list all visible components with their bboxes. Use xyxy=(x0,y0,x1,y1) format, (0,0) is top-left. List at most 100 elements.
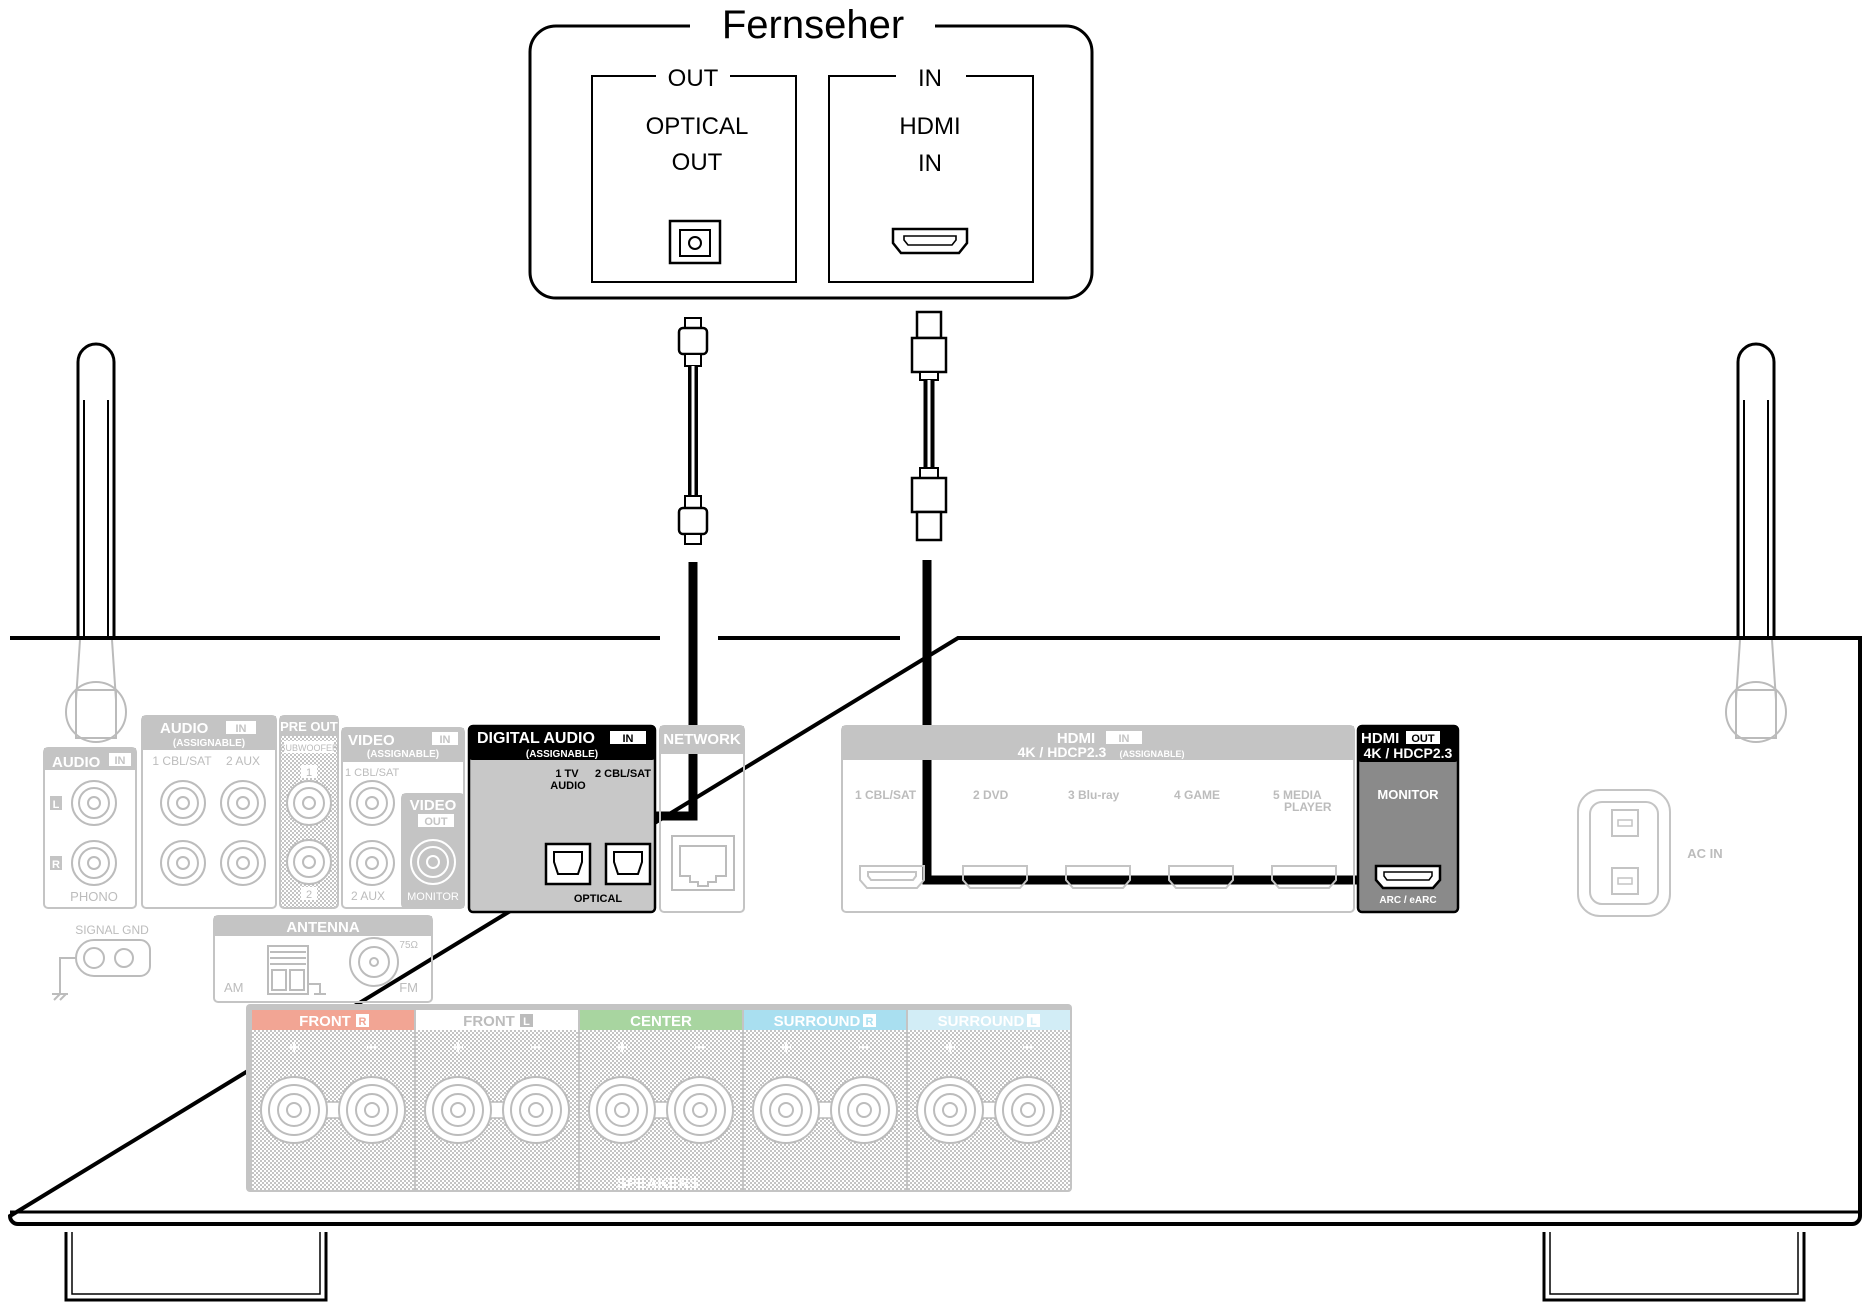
audio-in-sub: (ASSIGNABLE) xyxy=(173,738,245,749)
digital-audio-badge: IN xyxy=(623,733,634,745)
speaker-plus-label: + xyxy=(452,1037,464,1059)
speaker-group-name: SURROUND xyxy=(774,1013,861,1030)
speaker-minus-label: − xyxy=(1022,1037,1034,1059)
digital-audio-ch1b: AUDIO xyxy=(550,780,586,792)
ac-in-section: AC IN xyxy=(1577,789,1723,917)
video-in-badge: IN xyxy=(440,734,451,746)
digital-audio-label: OPTICAL xyxy=(574,893,623,905)
antenna-left xyxy=(65,342,127,743)
speaker-side-label: R xyxy=(359,1016,367,1028)
speaker-group-header xyxy=(580,1010,742,1030)
phono-title: AUDIO xyxy=(52,754,101,771)
hdmi-input-5-line2: PLAYER xyxy=(1284,800,1332,814)
speaker-terminal-plus[interactable] xyxy=(588,1076,656,1144)
speaker-terminal-plus[interactable] xyxy=(752,1076,820,1144)
network-title: NETWORK xyxy=(663,731,741,748)
hdmi-out-arc: ARC / eARC xyxy=(1379,895,1436,906)
speaker-terminal-minus[interactable] xyxy=(502,1076,570,1144)
digital-audio-ch2: 2 CBL/SAT xyxy=(595,768,651,780)
speaker-terminal-minus[interactable] xyxy=(994,1076,1062,1144)
hdmi-cable xyxy=(910,310,1420,885)
hdmi-input-3: 3 Blu-ray xyxy=(1068,788,1120,802)
hdmi-in-sub: 4K / HDCP2.3 xyxy=(1018,744,1107,760)
audio-in-phono-section: AUDIO IN L R PHONO xyxy=(43,747,137,909)
speaker-group-name: SURROUND xyxy=(938,1013,1025,1030)
speaker-minus-label: − xyxy=(694,1037,706,1059)
signal-gnd-section: SIGNAL GND xyxy=(52,923,151,1001)
hdmi-in-badge: IN xyxy=(1119,733,1130,745)
speakers-title: SPEAKERS xyxy=(617,1175,700,1192)
speaker-minus-label: − xyxy=(858,1037,870,1059)
hdmi-input-4: 4 GAME xyxy=(1174,788,1220,802)
speaker-plus-label: + xyxy=(616,1037,628,1059)
phono-r: R xyxy=(52,859,60,871)
phono-l: L xyxy=(53,799,60,811)
speaker-side-label: L xyxy=(523,1016,530,1028)
tv-hdmi-label-1: HDMI xyxy=(899,113,960,140)
hdmi-input-2: 2 DVD xyxy=(973,788,1009,802)
speaker-terminal-minus[interactable] xyxy=(830,1076,898,1144)
video-out-label: MONITOR xyxy=(407,891,459,903)
tv-box: Fernseher OUT OPTICAL OUT IN HDMI IN xyxy=(528,3,1094,300)
antenna-title: ANTENNA xyxy=(286,919,359,936)
antenna-section: ANTENNA AM FM 75Ω xyxy=(213,915,433,1003)
audio-in-badge: IN xyxy=(236,723,247,735)
network-section: NETWORK xyxy=(659,725,745,913)
tv-optical-label-1: OPTICAL xyxy=(646,113,749,140)
video-in-sub: (ASSIGNABLE) xyxy=(367,749,439,760)
digital-audio-ch1a: 1 TV xyxy=(555,768,579,780)
audio-in-ch2: 2 AUX xyxy=(226,754,260,768)
digital-audio-in-section: DIGITAL AUDIO IN (ASSIGNABLE) 1 TV AUDIO… xyxy=(467,724,657,914)
tv-hdmi-label-2: IN xyxy=(918,150,942,177)
pre-out-sub: SUBWOOFER xyxy=(279,743,339,753)
hdmi-out-badge: OUT xyxy=(1411,733,1435,745)
speaker-terminal-plus[interactable] xyxy=(424,1076,492,1144)
pre-out-n1: 1 xyxy=(306,767,312,779)
speaker-side-badge xyxy=(520,1014,533,1027)
antenna-ohm: 75Ω xyxy=(399,940,418,951)
phono-label: PHONO xyxy=(70,889,118,904)
speaker-minus-label: − xyxy=(530,1037,542,1059)
video-in-title: VIDEO xyxy=(348,732,395,749)
video-out-section: VIDEO OUT MONITOR xyxy=(401,793,465,909)
speaker-group-header xyxy=(252,1010,414,1030)
pre-out-title: PRE OUT xyxy=(280,719,338,734)
speaker-plus-label: + xyxy=(780,1037,792,1059)
tv-in-label: IN xyxy=(918,65,942,92)
fm-connector-icon xyxy=(349,937,399,987)
speaker-side-badge xyxy=(356,1014,369,1027)
antenna-fm: FM xyxy=(399,980,418,995)
optical-port-2-icon xyxy=(604,842,652,886)
tv-optical-out-panel: OUT OPTICAL OUT xyxy=(591,64,797,283)
pre-out-section: PRE OUT SUBWOOFER 1 2 xyxy=(279,715,339,909)
video-in-ch1: 1 CBL/SAT xyxy=(345,767,399,779)
tv-optical-label-2: OUT xyxy=(672,149,723,176)
speaker-side-label: R xyxy=(866,1016,874,1028)
tv-optical-port-icon xyxy=(668,219,722,265)
speaker-group-header xyxy=(416,1010,578,1030)
tv-out-label: OUT xyxy=(668,65,719,92)
speaker-minus-label: − xyxy=(366,1037,378,1059)
audio-in-ch1: 1 CBL/SAT xyxy=(152,754,212,768)
signal-gnd-label: SIGNAL GND xyxy=(75,923,149,937)
hdmi-out-sub: 4K / HDCP2.3 xyxy=(1364,745,1453,761)
speaker-side-badge xyxy=(863,1014,876,1027)
ac-in-label: AC IN xyxy=(1687,846,1722,861)
speaker-terminal-minus[interactable] xyxy=(338,1076,406,1144)
speaker-terminal-plus[interactable] xyxy=(916,1076,984,1144)
speaker-group-4: SURROUND R + − xyxy=(744,1010,906,1190)
speaker-group-name: FRONT xyxy=(299,1013,351,1030)
speaker-side-label: L xyxy=(1030,1016,1037,1028)
audio-in-title: AUDIO xyxy=(160,720,209,737)
speaker-terminal-minus[interactable] xyxy=(666,1076,734,1144)
speaker-terminal-plus[interactable] xyxy=(260,1076,328,1144)
hdmi-out-port-icon xyxy=(1374,864,1442,890)
speaker-plus-label: + xyxy=(288,1037,300,1059)
video-out-badge: OUT xyxy=(424,816,448,828)
antenna-am: AM xyxy=(224,980,244,995)
digital-audio-title: DIGITAL AUDIO xyxy=(477,730,595,747)
